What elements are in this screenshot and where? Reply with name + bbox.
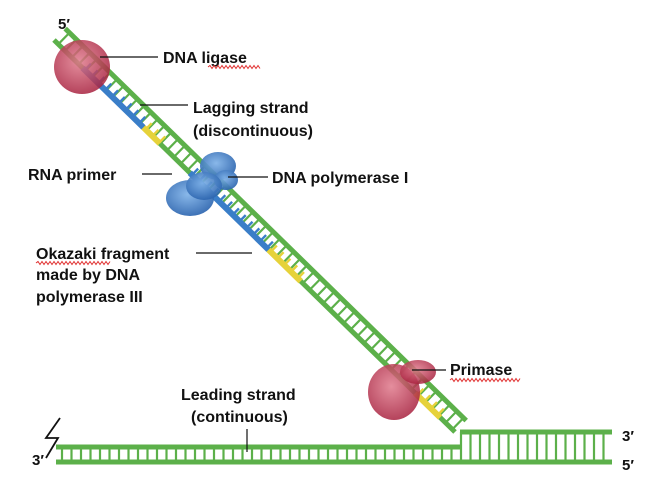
base-pair-rung — [376, 344, 390, 358]
base-pair-rung — [322, 290, 336, 304]
label-leading-strand: Leading strand — [181, 387, 296, 404]
base-pair-rung — [383, 350, 397, 364]
okazaki-fragment-segment-rung — [225, 200, 233, 209]
label-made-by-dna: made by DNA — [36, 267, 140, 284]
base-pair-rung — [329, 297, 342, 311]
rna-primer-segment — [266, 247, 303, 284]
squiggle-ligase — [207, 64, 261, 70]
base-pair-rung — [166, 138, 179, 152]
label-primase: Primase — [450, 362, 512, 379]
leading-strand-base-pairs — [60, 432, 605, 462]
end-label-top-5prime: 5′ — [58, 16, 70, 33]
label-rna-primer: RNA primer — [28, 167, 116, 184]
rna-primer-segment-rung — [276, 251, 285, 260]
label-dna-ligase: DNA ligase — [163, 50, 247, 67]
okazaki-fragment-segment-rung — [104, 82, 113, 91]
okazaki-fragment-segment-rung — [191, 167, 200, 176]
rna-primer-segment-rung — [436, 407, 445, 416]
okazaki-fragment-segment-rung — [124, 102, 133, 111]
end-label-left-3prime: 3′ — [32, 452, 44, 469]
okazaki-fragment-segment-rung — [265, 240, 274, 249]
rna-primer-segment-rung — [269, 244, 278, 253]
strand-break-mark — [44, 417, 61, 459]
base-pair-rung — [308, 277, 322, 291]
okazaki-fragment-segment-rung — [231, 207, 240, 216]
rna-primer-segment-rung — [429, 401, 438, 410]
okazaki-fragment-segment-rung — [111, 89, 119, 98]
label-dna-polymerase-i: DNA polymerase I — [272, 170, 408, 187]
okazaki-fragment-segment-rung — [117, 96, 126, 105]
squiggle-okazaki — [35, 260, 111, 266]
lagging-outer-backbone — [63, 26, 468, 423]
base-pair-rung — [172, 144, 186, 158]
end-label-right-3prime: 3′ — [622, 428, 634, 445]
base-pair-rung — [179, 151, 193, 165]
rna-primer-segment-rung — [283, 257, 292, 266]
leading-strand-ladder — [44, 417, 612, 465]
rna-primer-segment-rung — [151, 128, 160, 137]
okazaki-fragment-segment-rung — [218, 194, 227, 203]
base-pair-rung — [302, 271, 315, 285]
rna-primer-segment-rung — [144, 122, 153, 131]
label-leading-continuous: (continuous) — [191, 409, 288, 426]
label-polymerase-iii: polymerase III — [36, 289, 143, 306]
primase-enzyme — [368, 360, 436, 420]
base-pair-rung — [356, 324, 370, 338]
rna-primer-segment-rung — [296, 271, 305, 280]
base-pair-rung — [363, 330, 376, 344]
base-pair-rung — [369, 337, 383, 351]
base-pair-rung — [451, 417, 465, 431]
rna-primer-segment-rung — [423, 394, 432, 403]
okazaki-fragment-segment-rung — [259, 234, 267, 243]
base-pair-rung — [349, 317, 363, 331]
base-pair-rung — [315, 284, 329, 298]
label-lagging-discontinuous: (discontinuous) — [193, 123, 313, 140]
base-pair-rung — [444, 410, 458, 424]
okazaki-fragment-segment-rung — [245, 220, 254, 229]
base-pair-rung — [57, 31, 71, 45]
leader-lines — [100, 56, 446, 452]
base-pair-rung — [342, 310, 356, 324]
label-okazaki-fragment: Okazaki fragment — [36, 246, 170, 263]
rna-primer-segment-rung — [158, 135, 167, 144]
squiggle-primase — [449, 377, 521, 383]
rna-primer-segment-rung — [290, 264, 299, 273]
okazaki-fragment-segment-rung — [238, 214, 247, 223]
dna-polymerase-i-enzyme — [166, 152, 238, 216]
end-label-right-5prime: 5′ — [622, 457, 634, 474]
okazaki-fragment-segment-rung — [138, 116, 147, 125]
base-pair-rung — [159, 131, 173, 145]
okazaki-fragment-segment-rung — [131, 109, 140, 118]
base-pair-rung — [186, 158, 200, 172]
label-lagging-strand: Lagging strand — [193, 100, 309, 117]
okazaki-fragment-segment-rung — [252, 227, 261, 236]
base-pair-rung — [336, 304, 349, 318]
dna-ligase-enzyme — [54, 40, 110, 94]
